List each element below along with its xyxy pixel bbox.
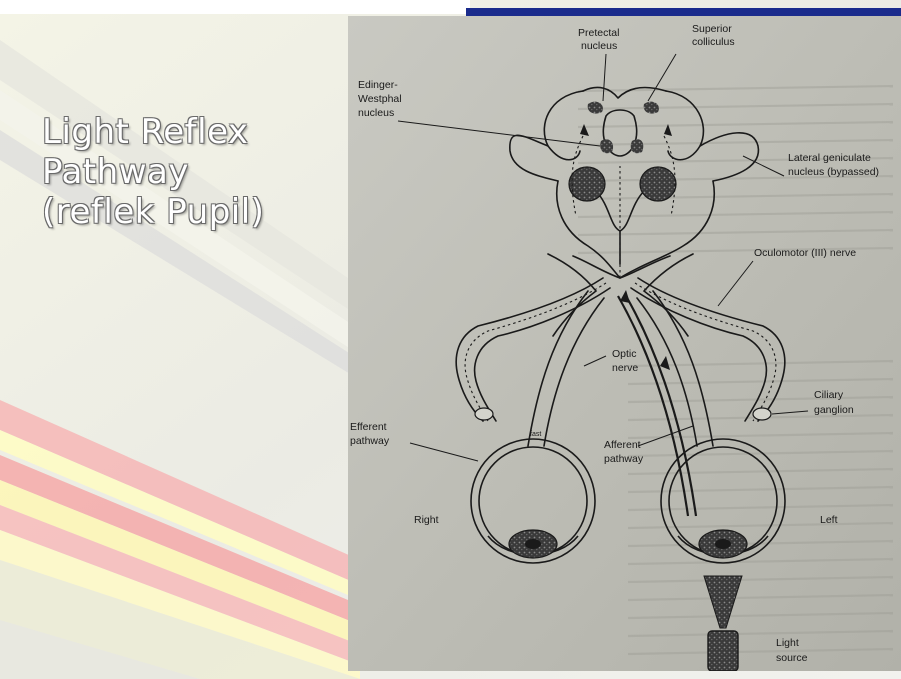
paper-photo (348, 16, 901, 671)
top-white-band (0, 0, 470, 14)
label-edinger-3: nucleus (358, 107, 394, 119)
right-pupil (525, 539, 541, 549)
label-superior-1: Superior (692, 23, 732, 35)
right-ciliary-ganglion (475, 408, 493, 420)
reflex-pathway-diagram: Pretectal nucleus Superior colliculus Ed… (348, 16, 901, 671)
label-ciliary-1: Ciliary (814, 389, 844, 401)
label-lateral-1: Lateral geniculate (788, 152, 871, 164)
label-afferent-2: pathway (604, 453, 644, 465)
left-pupil (715, 539, 731, 549)
light-source-lamp (708, 631, 738, 671)
label-optic-2: nerve (612, 362, 638, 374)
slide-title: Light Reflex Pathway (reflek Pupil) (42, 112, 342, 232)
label-pretectal-2: nucleus (581, 40, 617, 52)
title-line-1: Light Reflex (42, 112, 342, 152)
left-ciliary-ganglion (753, 408, 771, 420)
label-ciliary-2: ganglion (814, 404, 854, 416)
label-left: Left (820, 514, 838, 526)
label-afferent-1: Afferent (604, 439, 641, 451)
label-light-2: source (776, 652, 808, 664)
label-lateral-2: nucleus (bypassed) (788, 166, 879, 178)
label-oculomotor: Oculomotor (III) nerve (754, 247, 856, 259)
left-thalamus-nucleus (569, 167, 605, 201)
right-thalamus-nucleus (640, 167, 676, 201)
label-efferent-1: Efferent (350, 421, 387, 433)
label-edinger-1: Edinger- (358, 79, 398, 91)
label-efferent-2: pathway (350, 435, 390, 447)
label-optic-1: Optic (612, 348, 637, 360)
title-line-3: (reflek Pupil) (42, 192, 342, 232)
label-right: Right (414, 514, 439, 526)
label-edinger-2: Westphal (358, 93, 402, 105)
label-light-1: Light (776, 637, 799, 649)
label-superior-2: colliculus (692, 36, 735, 48)
title-line-2: Pathway (42, 152, 342, 192)
label-pretectal-1: Pretectal (578, 27, 619, 39)
label-small-mark: fast (530, 431, 541, 438)
